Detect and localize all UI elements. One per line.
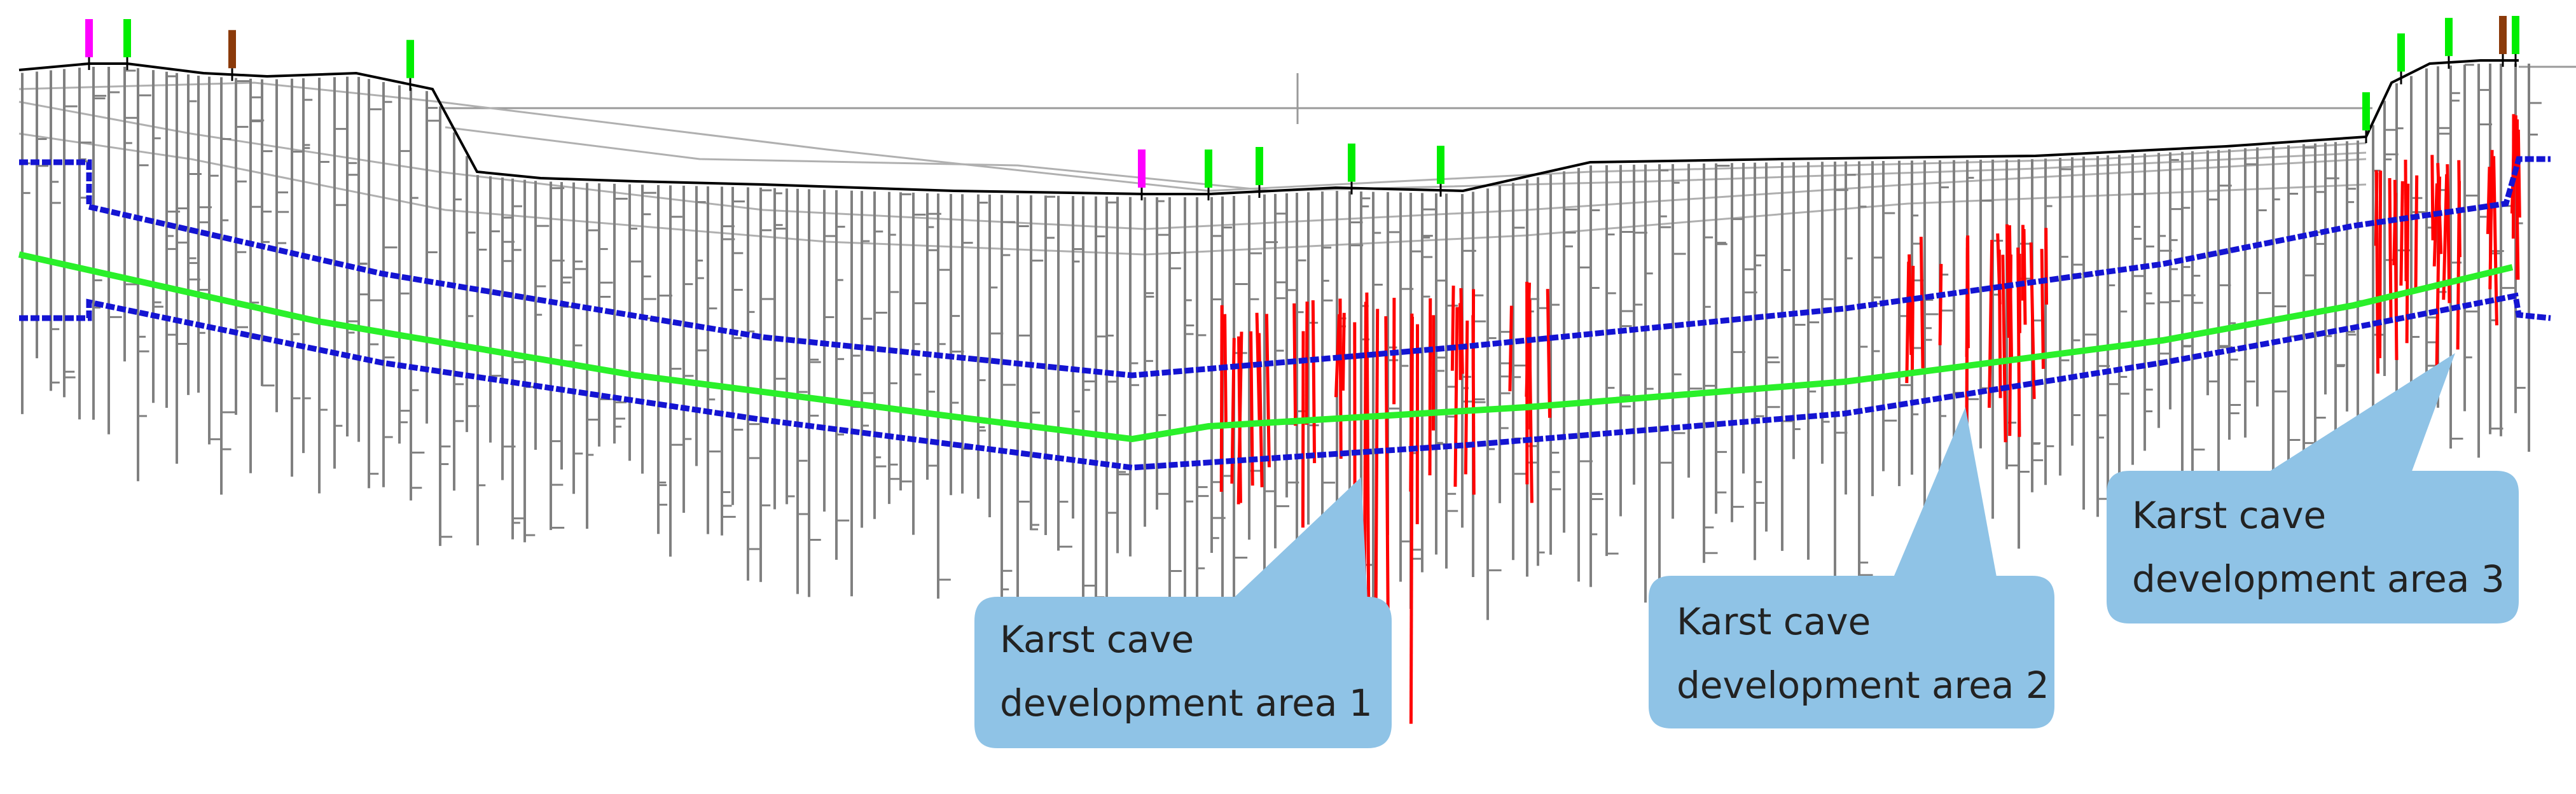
karst-cave-17 — [1292, 303, 1298, 426]
karst-cave-10 — [1508, 305, 1513, 391]
karst-cave-38 — [1546, 289, 1552, 418]
karst-cave-83 — [2393, 179, 2399, 360]
boreholes-group — [21, 64, 2542, 637]
callout-pointer-1 — [1231, 477, 1368, 601]
surface-marker-14 — [2512, 16, 2519, 54]
karst-cave-80 — [2430, 155, 2435, 240]
karst-cave-37 — [1450, 285, 1455, 371]
karst-cave-65 — [2378, 171, 2383, 359]
surface-marker-10 — [2362, 92, 2370, 130]
callout-karst-area-3: Karst cave development area 3 — [2107, 353, 2519, 623]
karst-cave-88 — [2456, 181, 2462, 350]
callout-2-line2: development area 2 — [1677, 664, 2049, 707]
callout-1-line2: development area 1 — [1000, 681, 1373, 725]
karst-cave-66 — [2374, 172, 2379, 246]
karst-cave-86 — [2432, 183, 2439, 267]
surface-marker-6 — [1205, 150, 1212, 188]
surface-marker-13 — [2499, 16, 2507, 54]
karst-cave-1 — [1453, 307, 1459, 487]
callout-pointer-3 — [2264, 353, 2455, 475]
tunnel-bottom — [19, 292, 2551, 471]
karst-cave-44 — [1919, 237, 1925, 368]
karst-cave-74 — [2486, 167, 2491, 234]
callout-3-line1: Karst cave — [2132, 494, 2326, 537]
surface-marker-2 — [123, 19, 131, 57]
surface-marker-9 — [1437, 146, 1444, 185]
karst-cave-76 — [2399, 181, 2404, 286]
karst-cave-78 — [2488, 150, 2494, 289]
tunnel-axis — [18, 251, 2514, 443]
surface-marker-7 — [1256, 147, 1263, 185]
callout-1-line1: Karst cave — [1000, 618, 1194, 661]
callout-pointer-2 — [1892, 407, 1997, 580]
surface-marker-8 — [1348, 143, 1355, 182]
callout-karst-area-1: Karst cave development area 1 — [974, 477, 1392, 748]
callout-3-line2: development area 3 — [2132, 557, 2505, 601]
karst-cave-34 — [1236, 331, 1243, 505]
karst-cave-23 — [1311, 300, 1317, 463]
karst-cave-43 — [1910, 265, 1915, 373]
karst-cave-49 — [2044, 228, 2049, 305]
karst-cave-31 — [1409, 317, 1414, 724]
surface-marker-12 — [2445, 18, 2453, 57]
callout-2-line1: Karst cave — [1677, 600, 1871, 643]
karst-cave-46 — [2029, 242, 2036, 400]
karst-cave-36 — [1338, 298, 1343, 459]
surface-marker-11 — [2397, 33, 2405, 72]
karst-cave-12 — [1341, 312, 1346, 391]
karst-cave-39 — [1458, 303, 1462, 380]
surface-marker-4 — [406, 39, 414, 78]
surface-marker-1 — [85, 19, 93, 57]
karst-cave-61 — [2001, 254, 2007, 443]
karst-cave-45 — [1938, 263, 1943, 345]
karst-cave-58 — [2007, 225, 2014, 358]
karst-cave-57 — [1988, 240, 1994, 408]
callout-bubble-1 — [974, 597, 1392, 748]
callout-bubble-2 — [1649, 576, 2054, 728]
karst-cave-82 — [2414, 175, 2419, 291]
callout-karst-area-2: Karst cave development area 2 — [1649, 407, 2054, 728]
tunnel-top — [19, 156, 2551, 379]
karst-cave-77 — [2442, 174, 2449, 300]
karst-cave-50 — [2005, 224, 2011, 338]
karst-cave-53 — [2040, 249, 2045, 369]
callout-bubble-3 — [2107, 471, 2519, 623]
surface-marker-5 — [1138, 149, 1146, 188]
karst-cave-56 — [1905, 261, 1911, 384]
karst-cave-59 — [1996, 233, 2002, 305]
surface-marker-3 — [228, 30, 236, 69]
karst-cave-26 — [1305, 302, 1309, 425]
karst-cave-16 — [1264, 314, 1271, 468]
karst-cave-73 — [2436, 163, 2443, 254]
surface-markers-group — [85, 16, 2519, 200]
stratum-line-3 — [18, 81, 2367, 192]
karst-cave-54 — [2022, 228, 2027, 325]
